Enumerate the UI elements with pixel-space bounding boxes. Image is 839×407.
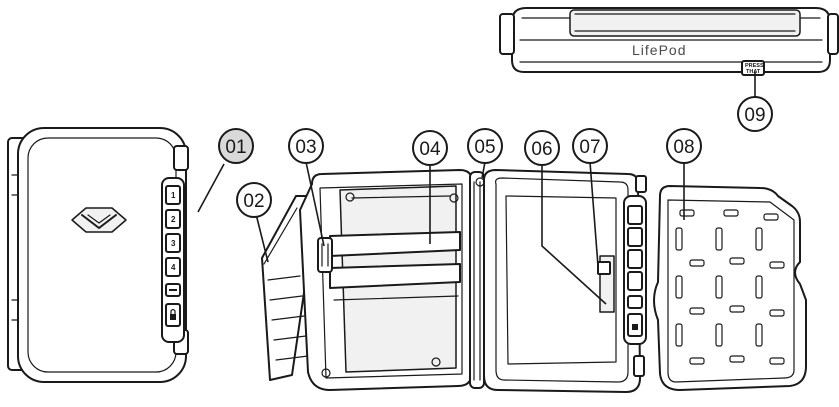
callout-07: 07 — [572, 128, 608, 164]
case-front-view: 1 2 3 4 — [7, 127, 189, 383]
inner-keypad — [623, 195, 647, 345]
leader-lines — [197, 72, 756, 305]
callout-label: 06 — [531, 139, 552, 160]
keypad-key: 1 — [171, 191, 176, 200]
press-label-line1: PRESS — [745, 63, 764, 69]
foam-insert — [653, 185, 807, 391]
callout-09: 09 — [737, 96, 773, 132]
callout-03: 03 — [288, 128, 324, 164]
case-open-view — [261, 169, 647, 393]
callout-label: 01 — [225, 137, 246, 158]
callout-08: 08 — [666, 128, 702, 164]
callout-label: 09 — [744, 105, 765, 126]
callout-02: 02 — [236, 182, 272, 218]
callout-label: 07 — [579, 137, 600, 158]
brand-logo: LifePod — [632, 42, 686, 58]
callout-04: 04 — [412, 130, 448, 166]
keypad: 1 2 3 4 — [161, 177, 185, 343]
case-top-view: LifePod PRESS THAT — [499, 7, 839, 76]
callout-01: 01 — [218, 128, 254, 164]
press-label-line2: THAT — [746, 69, 761, 75]
callout-label: 08 — [673, 137, 694, 158]
callout-label: 03 — [295, 137, 316, 158]
callouts: 01 02 03 04 05 06 07 08 — [218, 96, 773, 218]
keypad-key: 2 — [171, 215, 176, 224]
callout-label: 02 — [243, 191, 264, 212]
keypad-key: 4 — [171, 263, 176, 272]
callout-06: 06 — [524, 130, 560, 166]
callout-label: 04 — [419, 139, 441, 160]
callout-label: 05 — [474, 137, 495, 158]
v-logo-badge — [71, 207, 127, 233]
keypad-key: 3 — [171, 239, 176, 248]
callout-05: 05 — [467, 128, 503, 164]
